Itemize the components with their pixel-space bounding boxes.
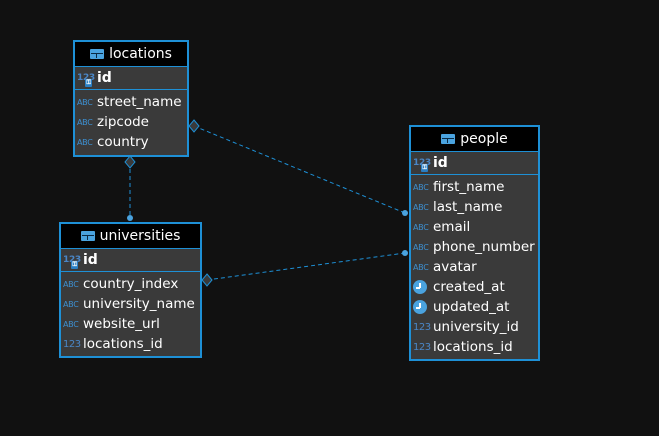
entity-universities[interactable]: universities 123⚿ id ABC country_index A… [59, 222, 202, 358]
text-type-icon: ABC [413, 242, 429, 252]
entity-title: universities [99, 228, 181, 244]
column-name: website_url [83, 316, 160, 332]
text-type-icon: ABC [413, 222, 429, 232]
text-type-icon: ABC [413, 182, 429, 192]
column-row[interactable]: 123 locations_id [61, 334, 200, 354]
column-row[interactable]: ABC website_url [61, 314, 200, 334]
column-name: phone_number [433, 239, 535, 255]
entity-title: locations [109, 46, 172, 62]
text-type-icon: ABC [63, 279, 79, 289]
column-name: created_at [433, 279, 505, 295]
relation-endpoint-icon [402, 250, 408, 256]
column-list: ABC street_name ABC zipcode ABC country [75, 90, 187, 152]
primary-key-name: id [433, 155, 448, 171]
column-name: locations_id [83, 336, 163, 352]
column-row[interactable]: ABC country [75, 132, 187, 152]
column-name: university_id [433, 319, 519, 335]
relation-diamond-icon [201, 273, 213, 287]
text-type-icon: ABC [77, 97, 93, 107]
column-row[interactable]: ABC first_name [411, 177, 538, 197]
column-name: locations_id [433, 339, 513, 355]
table-icon [80, 231, 95, 241]
primary-key-row[interactable]: 123⚿ id [411, 152, 538, 175]
entity-header[interactable]: people [411, 127, 538, 152]
number-type-icon: 123 [413, 321, 431, 333]
number-type-icon: 123 [63, 338, 81, 350]
text-type-icon: ABC [77, 137, 93, 147]
column-row[interactable]: ABC email [411, 217, 538, 237]
column-row[interactable]: ABC country_index [61, 274, 200, 294]
primary-key-icon: 123⚿ [413, 158, 431, 172]
column-row[interactable]: ABC university_name [61, 294, 200, 314]
clock-icon [413, 300, 427, 314]
relation-diamond-icon [124, 155, 136, 169]
primary-key-row[interactable]: 123⚿ id [75, 67, 187, 90]
text-type-icon: ABC [413, 262, 429, 272]
entity-title: people [460, 131, 508, 147]
relation-endpoint-icon [402, 210, 408, 216]
relation-people-universities [206, 252, 406, 281]
number-type-icon: 123 [413, 341, 431, 353]
column-name: last_name [433, 199, 503, 215]
relation-people-locations [193, 125, 406, 214]
primary-key-name: id [83, 252, 98, 268]
entity-people[interactable]: people 123⚿ id ABC first_name ABC last_n… [409, 125, 540, 361]
entity-header[interactable]: universities [61, 224, 200, 249]
column-list: ABC country_index ABC university_name AB… [61, 272, 200, 354]
column-name: email [433, 219, 471, 235]
relation-endpoint-icon [127, 215, 133, 221]
table-icon [90, 49, 105, 59]
column-name: street_name [97, 94, 182, 110]
text-type-icon: ABC [63, 319, 79, 329]
column-name: country [97, 134, 149, 150]
column-row[interactable]: ABC zipcode [75, 112, 187, 132]
column-name: country_index [83, 276, 179, 292]
column-row[interactable]: updated_at [411, 297, 538, 317]
column-row[interactable]: 123 locations_id [411, 337, 538, 357]
entity-header[interactable]: locations [75, 42, 187, 67]
primary-key-icon: 123⚿ [77, 73, 95, 87]
primary-key-row[interactable]: 123⚿ id [61, 249, 200, 272]
column-row[interactable]: 123 university_id [411, 317, 538, 337]
column-list: ABC first_name ABC last_name ABC email A… [411, 175, 538, 357]
column-name: zipcode [97, 114, 149, 130]
text-type-icon: ABC [77, 117, 93, 127]
clock-icon [413, 280, 427, 294]
entity-locations[interactable]: locations 123⚿ id ABC street_name ABC zi… [73, 40, 189, 157]
column-name: first_name [433, 179, 505, 195]
text-type-icon: ABC [63, 299, 79, 309]
column-row[interactable]: ABC street_name [75, 92, 187, 112]
relation-diamond-icon [188, 119, 200, 133]
column-name: updated_at [433, 299, 510, 315]
text-type-icon: ABC [413, 202, 429, 212]
column-name: avatar [433, 259, 477, 275]
column-row[interactable]: ABC avatar [411, 257, 538, 277]
primary-key-name: id [97, 70, 112, 86]
column-row[interactable]: ABC last_name [411, 197, 538, 217]
column-row[interactable]: ABC phone_number [411, 237, 538, 257]
column-name: university_name [83, 296, 195, 312]
table-icon [441, 134, 456, 144]
column-row[interactable]: created_at [411, 277, 538, 297]
primary-key-icon: 123⚿ [63, 255, 81, 269]
